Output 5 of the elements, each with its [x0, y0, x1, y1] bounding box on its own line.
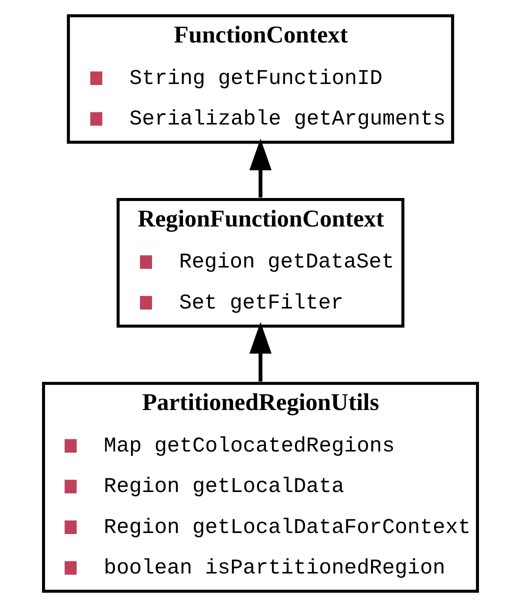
node-box: FunctionContext String getFunctionID Serializable getArguments: [66, 14, 454, 144]
arrow: [248, 322, 272, 382]
node-box: RegionFunctionContext Region getDataSet Set getFilter: [116, 198, 404, 328]
arrow: [248, 138, 272, 198]
node-box: PartitionedRegionUtils Map getColocatedRegions Region getLocalData Region getLocalDataForContext boolean isPartitionedRegion: [42, 382, 478, 593]
